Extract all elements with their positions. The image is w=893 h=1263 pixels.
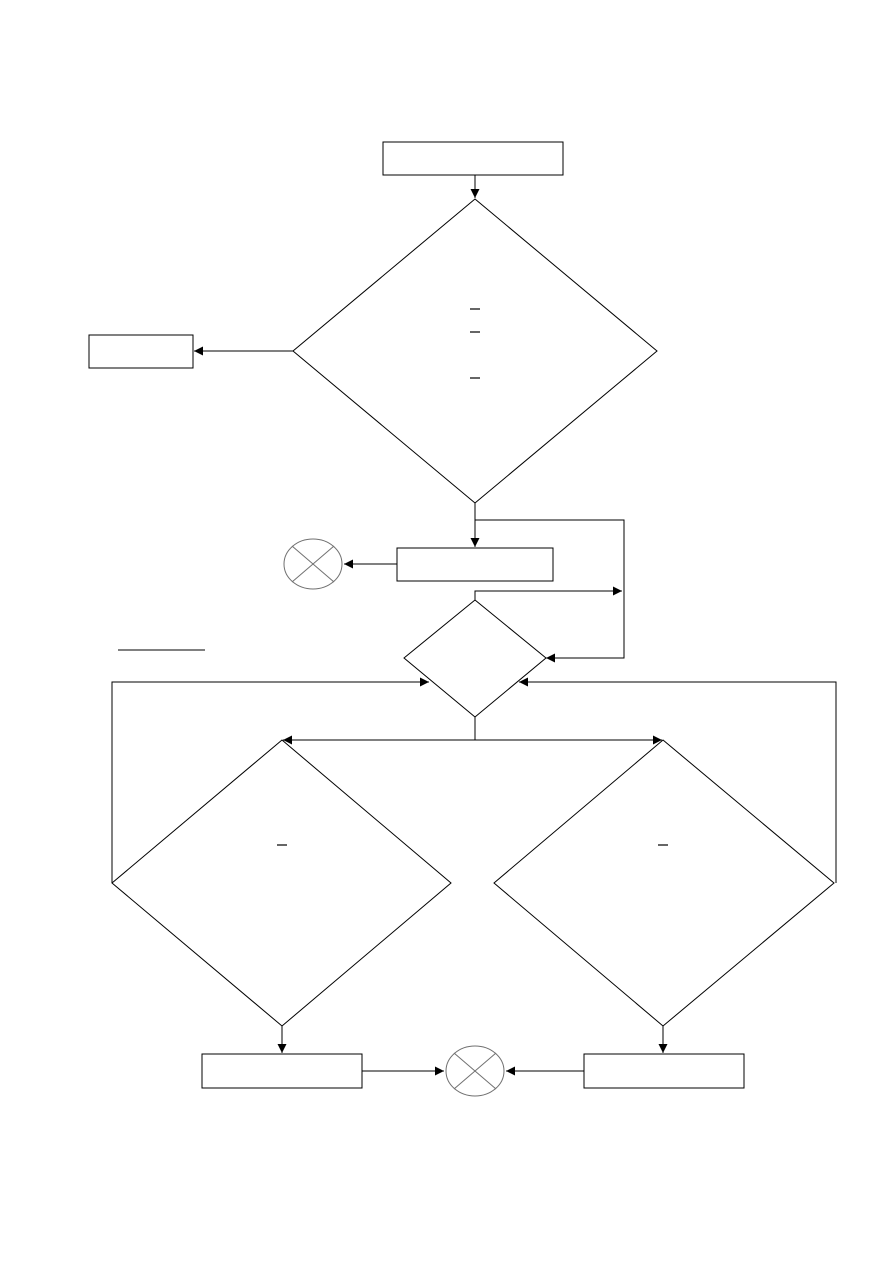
connector-cross-line bbox=[291, 545, 335, 583]
start-box bbox=[382, 141, 564, 176]
loop-left-to-small-diamond bbox=[111, 677, 429, 883]
right-branch-diamond bbox=[493, 739, 835, 1027]
loop-right-back-to-small-diamond bbox=[519, 677, 837, 883]
left-result-box bbox=[88, 334, 194, 369]
process-box bbox=[396, 547, 554, 582]
left-end-box bbox=[201, 1053, 363, 1089]
right-end-box bbox=[583, 1053, 745, 1089]
left-branch-diamond bbox=[111, 739, 452, 1027]
arrow-diamond-top-to-right bbox=[474, 586, 622, 600]
connector-cross-line bbox=[453, 1052, 497, 1090]
main-decision-diamond bbox=[292, 198, 658, 504]
small-decision-diamond bbox=[403, 599, 547, 718]
loop-right-to-small-diamond bbox=[475, 519, 625, 663]
